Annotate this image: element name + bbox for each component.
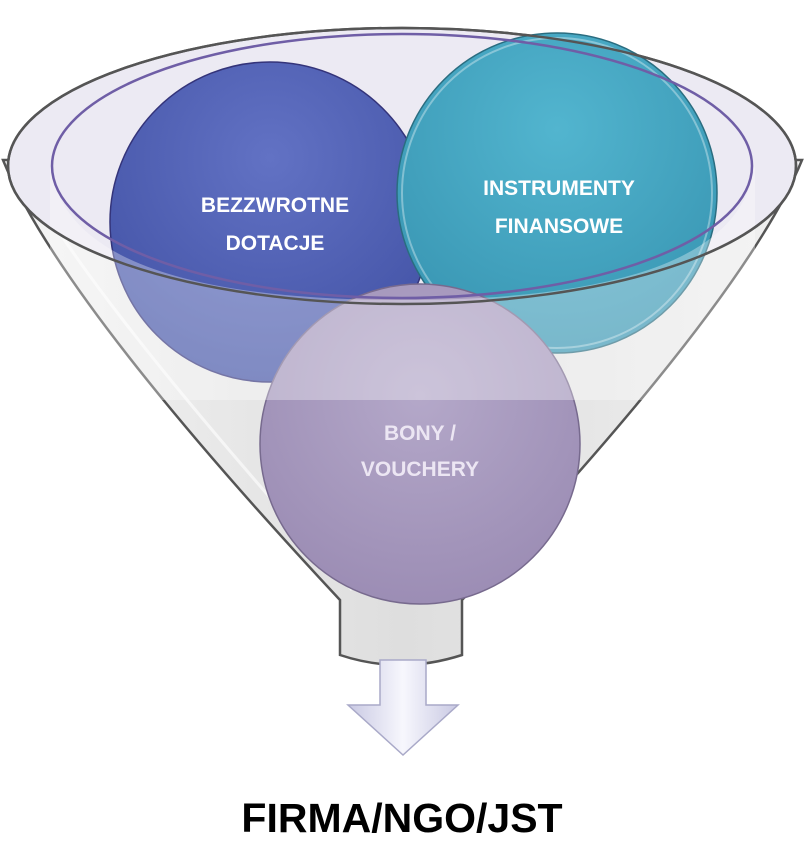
circle-label-line2: FINANSOWE bbox=[495, 215, 623, 238]
circle-label-line2: VOUCHERY bbox=[361, 458, 479, 481]
funnel-rim-outer bbox=[6, 26, 798, 306]
funnel-item-bony-vouchery: BONY / VOUCHERY bbox=[259, 283, 581, 605]
circle-label-line1: BONY / bbox=[384, 422, 456, 445]
funnel-item-instrumenty-finansowe: INSTRUMENTY FINANSOWE bbox=[396, 32, 718, 354]
circle-label-line1: INSTRUMENTY bbox=[483, 177, 635, 200]
circle-label-line1: BEZZWROTNE bbox=[201, 194, 349, 217]
result-label: FIRMA/NGO/JST bbox=[241, 795, 562, 841]
circle-instrumenty-finansowe bbox=[396, 32, 718, 354]
circle-label-line2: DOTACJE bbox=[226, 232, 325, 255]
circle-bony-vouchery bbox=[259, 283, 581, 605]
down-arrow-icon bbox=[346, 659, 460, 757]
funnel-rim-inner bbox=[50, 32, 754, 300]
